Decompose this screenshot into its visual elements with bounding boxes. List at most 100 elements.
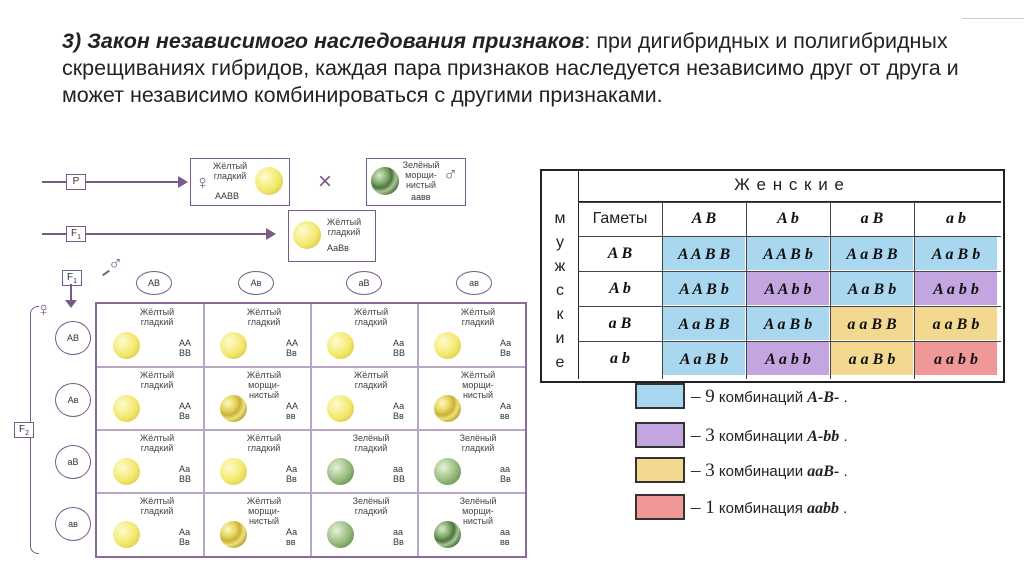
col-gamete-header: A b <box>746 202 830 236</box>
yellow-smooth-pea-icon <box>220 458 247 485</box>
male-title-letter: м <box>542 207 578 231</box>
yellow-smooth-pea-icon <box>113 458 140 485</box>
male-title-letter: ж <box>542 255 578 279</box>
f2-cell-genotype-b: вв <box>500 537 510 547</box>
punnett-cell-blue: A a B b <box>746 306 830 341</box>
f2-cell-genotype-a: Аа <box>179 527 190 537</box>
f2-grid-vline <box>417 304 419 556</box>
heading-law-title: 3) Закон независимого наследования призн… <box>62 29 584 53</box>
f2-cell: ЗелёныйгладкийааВв <box>418 430 523 492</box>
legend-formula: A-B- <box>807 389 839 406</box>
punnett-cell-purple: A a b b <box>746 341 830 376</box>
yellow-smooth-pea-icon <box>327 332 354 359</box>
punnett-hline <box>578 202 1001 203</box>
punnett-cell-blue: A a B B <box>830 236 914 271</box>
male-title-letter: с <box>542 279 578 303</box>
f2-cell-genotype-a: АА <box>179 401 191 411</box>
heading-text: 3) Закон независимого наследования призн… <box>62 28 962 109</box>
yellow-smooth-pea-icon <box>113 332 140 359</box>
legend-swatch-red <box>635 494 685 520</box>
female-gamete-2: Ав <box>55 383 91 417</box>
f2-cell-genotype-b: Вв <box>286 474 297 484</box>
legend-word: комбинации <box>719 428 803 445</box>
punnett-cell-yellow: a a B B <box>830 306 914 341</box>
f2-cell-genotype-a: Аа <box>500 338 511 348</box>
f2-cell-genotype-a: Аа <box>393 338 404 348</box>
punnett-cell-blue: A a B b <box>662 341 746 376</box>
f2-cell: ЖёлтыйгладкийАаВв <box>97 493 202 555</box>
f2-cell-genotype-a: Аа <box>286 464 297 474</box>
legend-formula: A-bb <box>807 428 839 445</box>
f2-cell-genotype-b: ВВ <box>179 348 191 358</box>
legend-count: – 3 <box>691 460 715 481</box>
f2-cell-genotype-b: ВВ <box>393 348 405 358</box>
parent-male-genotype: аавв <box>411 192 431 202</box>
row-gamete-header: a B <box>578 306 662 341</box>
punnett-hline <box>578 341 1001 342</box>
male-title-letter: и <box>542 327 578 351</box>
legend-count: – 1 <box>691 497 715 518</box>
legend-word: комбинация <box>719 500 803 517</box>
f2-cell-genotype-a: аа <box>500 527 510 537</box>
female-gamete-3: аВ <box>55 445 91 479</box>
female-gamete-1: АВ <box>55 321 91 355</box>
legend-formula: aabb <box>807 500 839 517</box>
legend-end: . <box>843 428 847 445</box>
legend-swatch-purple <box>635 422 685 448</box>
male-gamete-ab-3: аВ <box>346 271 382 295</box>
gen-label-f2: F2 <box>14 422 34 438</box>
male-title-letter: е <box>542 351 578 375</box>
punnett-hline <box>578 306 1001 307</box>
green-wrinkled-pea-icon <box>434 521 461 548</box>
f2-cell: ЗелёныйгладкийааВв <box>311 493 416 555</box>
f2-cell-genotype-b: Вв <box>179 537 190 547</box>
row-gamete-header: a b <box>578 341 662 376</box>
punnett-cell-yellow: a a B b <box>914 306 998 341</box>
male-gamete-ab-1: АВ <box>136 271 172 295</box>
punnett-cell-blue: A a B b <box>914 236 998 271</box>
yellow-smooth-pea-icon <box>113 395 140 422</box>
punnett-cell-blue: A A B b <box>746 236 830 271</box>
p-arrow-head <box>178 176 188 188</box>
f1-box: Жёлтыйгладкий АаВв <box>288 210 376 262</box>
legend-text: – 1 комбинация aabb . <box>691 497 847 519</box>
male-symbol-icon: ♂ <box>443 165 458 185</box>
legend-end: . <box>843 500 847 517</box>
legend-word: комбинации <box>719 463 803 480</box>
male-title-letter: к <box>542 303 578 327</box>
f2-grid-hline <box>97 492 525 494</box>
f1-down-arrow-head <box>65 300 77 308</box>
legend-text: – 9 комбинаций A-B- . <box>691 386 848 408</box>
male-title-letter: у <box>542 231 578 255</box>
col-gamete-header: A B <box>662 202 746 236</box>
yellow-smooth-pea-icon <box>434 332 461 359</box>
f2-cell-phenotype: Жёлтыйморщи-нистый <box>234 370 294 400</box>
punnett-vline <box>830 202 831 379</box>
punnett-cell-purple: A A b b <box>746 271 830 306</box>
legend-swatch-blue <box>635 383 685 409</box>
f2-cell-genotype-a: аа <box>500 464 510 474</box>
f2-cell-genotype-b: ВВ <box>179 474 191 484</box>
legend-end: . <box>843 463 847 480</box>
f2-cell-genotype-b: вв <box>286 411 296 421</box>
punnett-vline <box>662 202 663 379</box>
punnett-cell-blue: A a B B <box>662 306 746 341</box>
f2-cell-genotype-a: АА <box>286 338 298 348</box>
yellow-smooth-pea-icon <box>327 395 354 422</box>
f1-genotype: АаВв <box>327 243 349 253</box>
f2-cell-genotype-a: АА <box>286 401 298 411</box>
green-smooth-pea-icon <box>327 458 354 485</box>
col-gamete-header: a B <box>830 202 914 236</box>
parent-female-genotype: ААВВ <box>215 191 239 201</box>
